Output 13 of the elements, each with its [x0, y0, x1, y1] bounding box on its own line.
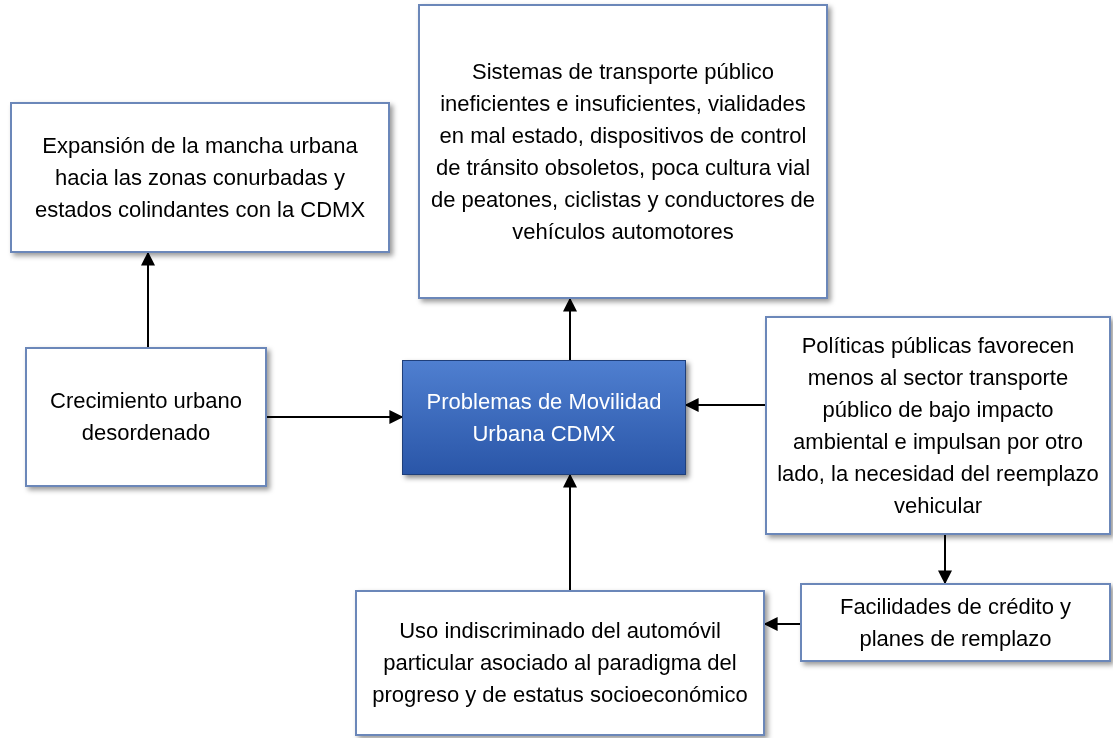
cause-box: Políticas públicas favorecen menos al sector transporte público de bajo impacto ambiental e impulsan por otro lado, la necesidad del reemplazo vehicular — [765, 316, 1111, 535]
arrow — [684, 398, 766, 412]
arrow — [938, 534, 952, 585]
arrow — [141, 251, 155, 348]
cause-box: Facilidades de crédito y planes de remplazo — [800, 583, 1111, 662]
cause-box: Sistemas de transporte público ineficientes e insuficientes, vialidades en mal estado, dispositivos de control de tránsito obsoletos, poca cultura vial de peatones, ciclistas y conductores de vehículos automotores — [418, 4, 828, 299]
cause-box: Crecimiento urbano desordenado — [25, 347, 267, 487]
arrow — [563, 473, 577, 591]
cause-box: Uso indiscriminado del automóvil particular asociado al paradigma del progreso y de estatus socioeconómico — [355, 590, 765, 736]
arrow — [266, 410, 404, 424]
cause-box: Expansión de la mancha urbana hacia las zonas conurbadas y estados colindantes con la CDMX — [10, 102, 390, 253]
main-problem-box: Problemas de Movilidad Urbana CDMX — [402, 360, 686, 475]
arrow — [563, 297, 577, 361]
